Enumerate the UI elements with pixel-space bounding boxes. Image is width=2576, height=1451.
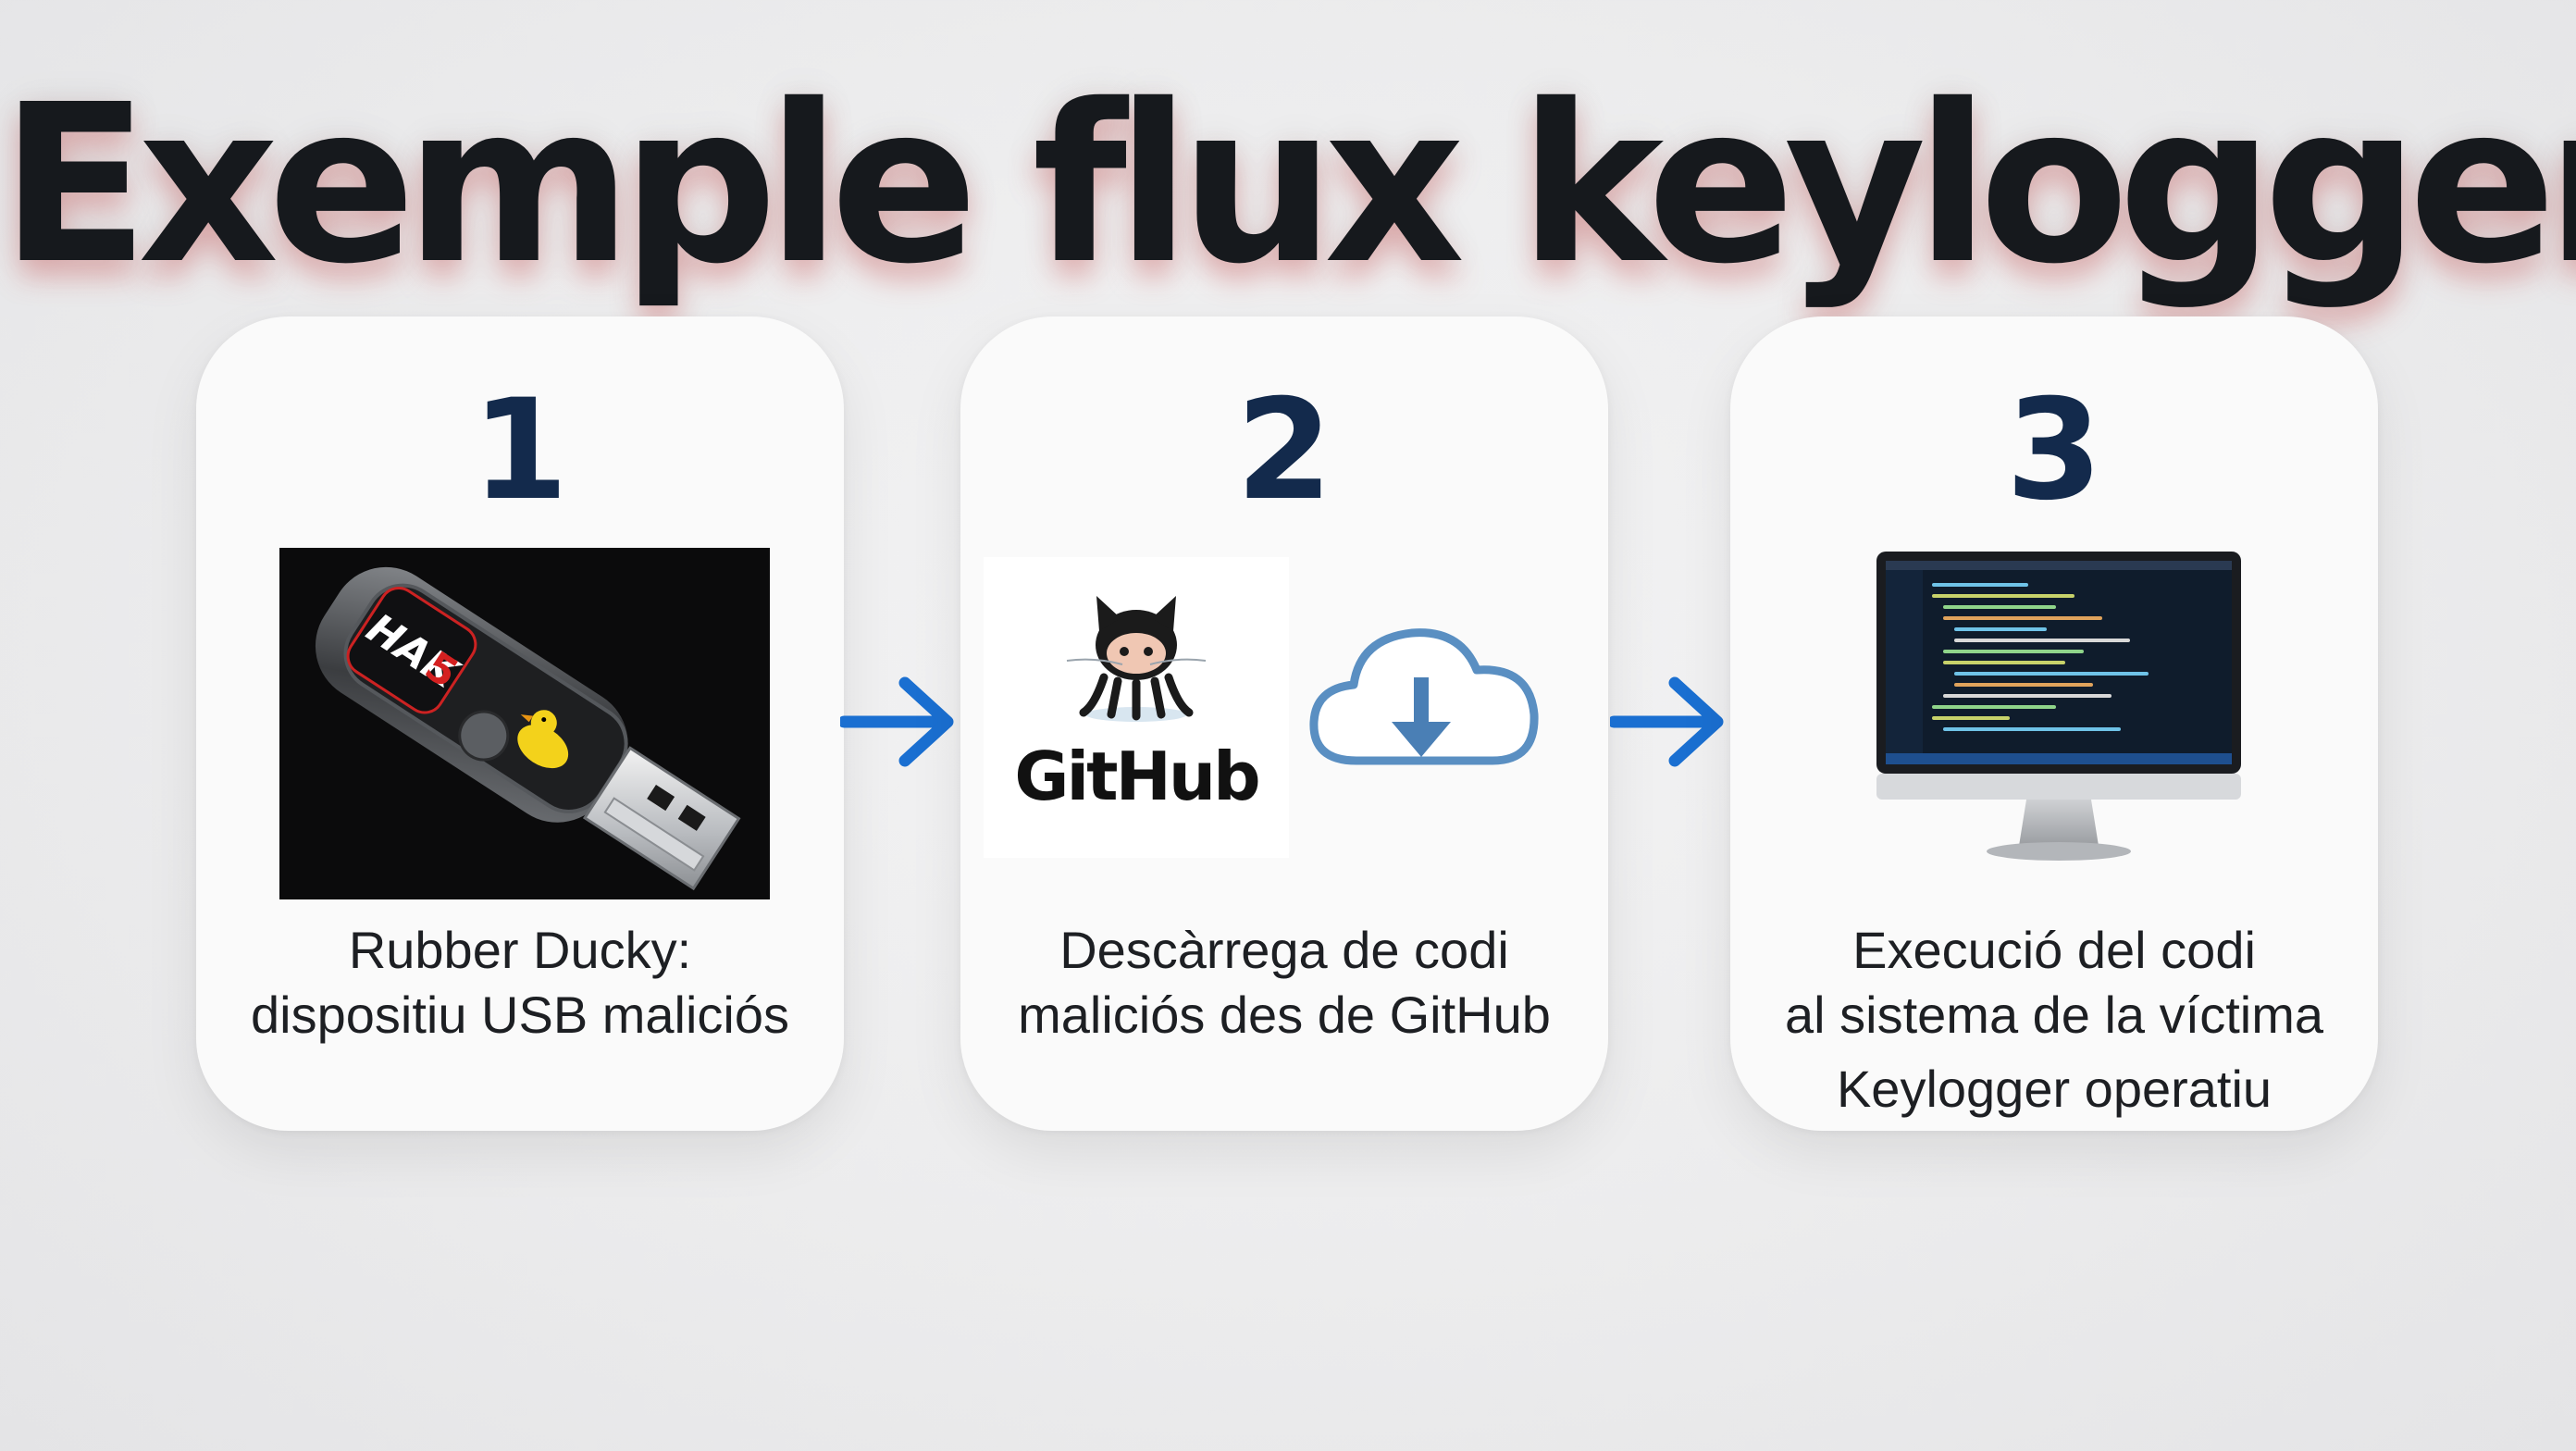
arrow-right-icon: [840, 676, 954, 767]
arrow-right-icon: [1610, 676, 1724, 767]
cloud-download-icon: [1309, 628, 1539, 765]
step-number: 1: [471, 370, 569, 531]
github-wordmark: GitHub: [1014, 738, 1260, 815]
monitor-code-icon: [1876, 552, 2241, 861]
step-caption: Rubber Ducky: dispositiu USB maliciós: [196, 918, 844, 1048]
step-card-1: 1 HAK: [196, 316, 844, 1131]
github-logo-panel: GitHub: [984, 557, 1289, 858]
step-number: 3: [2005, 370, 2103, 531]
step-caption: Execució del codi al sistema de la vícti…: [1730, 918, 2378, 1048]
step-card-2: 2 GitHub Descàrrega de codi maliciós des…: [960, 316, 1608, 1131]
caption-line: al sistema de la víctima: [1785, 986, 2323, 1044]
caption-line: dispositiu USB maliciós: [251, 986, 789, 1044]
caption-line: Rubber Ducky:: [348, 921, 692, 979]
usb-rubber-ducky-icon: HAK 5: [279, 548, 770, 899]
caption-line: Descàrrega de codi: [1059, 921, 1509, 979]
step-caption: Descàrrega de codi maliciós des de GitHu…: [960, 918, 1608, 1048]
keylogger-status-caption: Keylogger operatiu: [1836, 1060, 2273, 1118]
step-card-3: 3: [1730, 316, 2378, 1131]
caption-line: Execució del codi: [1852, 921, 2256, 979]
page-title: Exemple flux keylogger: [0, 57, 2576, 312]
step-number: 2: [1235, 370, 1333, 531]
github-logo-icon: [1066, 596, 1207, 722]
caption-line: maliciós des de GitHub: [1018, 986, 1551, 1044]
